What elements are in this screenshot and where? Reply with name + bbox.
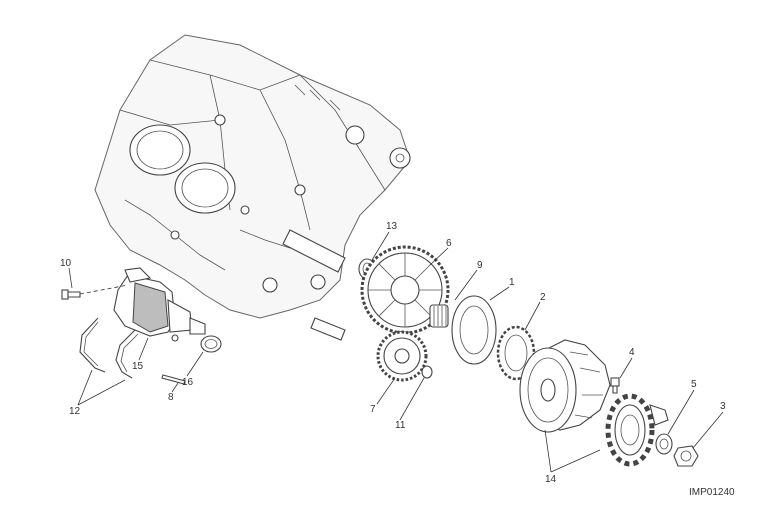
needle-bearing-9 (429, 304, 449, 328)
callout-6: 6 (446, 238, 452, 249)
callout-12: 12 (69, 406, 81, 417)
callout-9: 9 (477, 260, 483, 271)
starter-motor (113, 267, 206, 342)
wiring-12 (79, 317, 139, 379)
drawing-reference: IMP01240 (689, 487, 735, 498)
callout-7: 7 (370, 404, 376, 415)
leader-lines (68, 231, 724, 473)
stator (605, 393, 669, 467)
callout-4: 4 (629, 347, 635, 358)
bolt-10 (61, 289, 81, 300)
callout-15: 15 (132, 361, 144, 372)
flywheel-14 (519, 339, 611, 433)
callout-1: 1 (509, 277, 515, 288)
callout-16: 16 (182, 377, 194, 388)
washer-5 (655, 433, 673, 455)
gear-7 (376, 330, 428, 382)
plate-1 (451, 295, 497, 365)
callout-13: 13 (386, 221, 398, 232)
callout-10: 10 (60, 258, 72, 269)
engine-crankcase (94, 34, 411, 341)
callout-labels: 10 13 6 9 1 2 15 16 8 7 11 12 14 4 5 3 (60, 221, 726, 485)
washer-11 (421, 365, 433, 379)
nut-3 (673, 445, 699, 467)
callout-14: 14 (545, 474, 557, 485)
pin-8 (161, 374, 186, 385)
callout-8: 8 (168, 392, 174, 403)
callout-3: 3 (720, 401, 726, 412)
callout-5: 5 (691, 379, 697, 390)
callout-2: 2 (540, 292, 546, 303)
screw-4 (610, 377, 620, 394)
gear-6 (360, 245, 450, 335)
o-ring-16 (200, 335, 222, 353)
callout-11: 11 (395, 420, 406, 431)
